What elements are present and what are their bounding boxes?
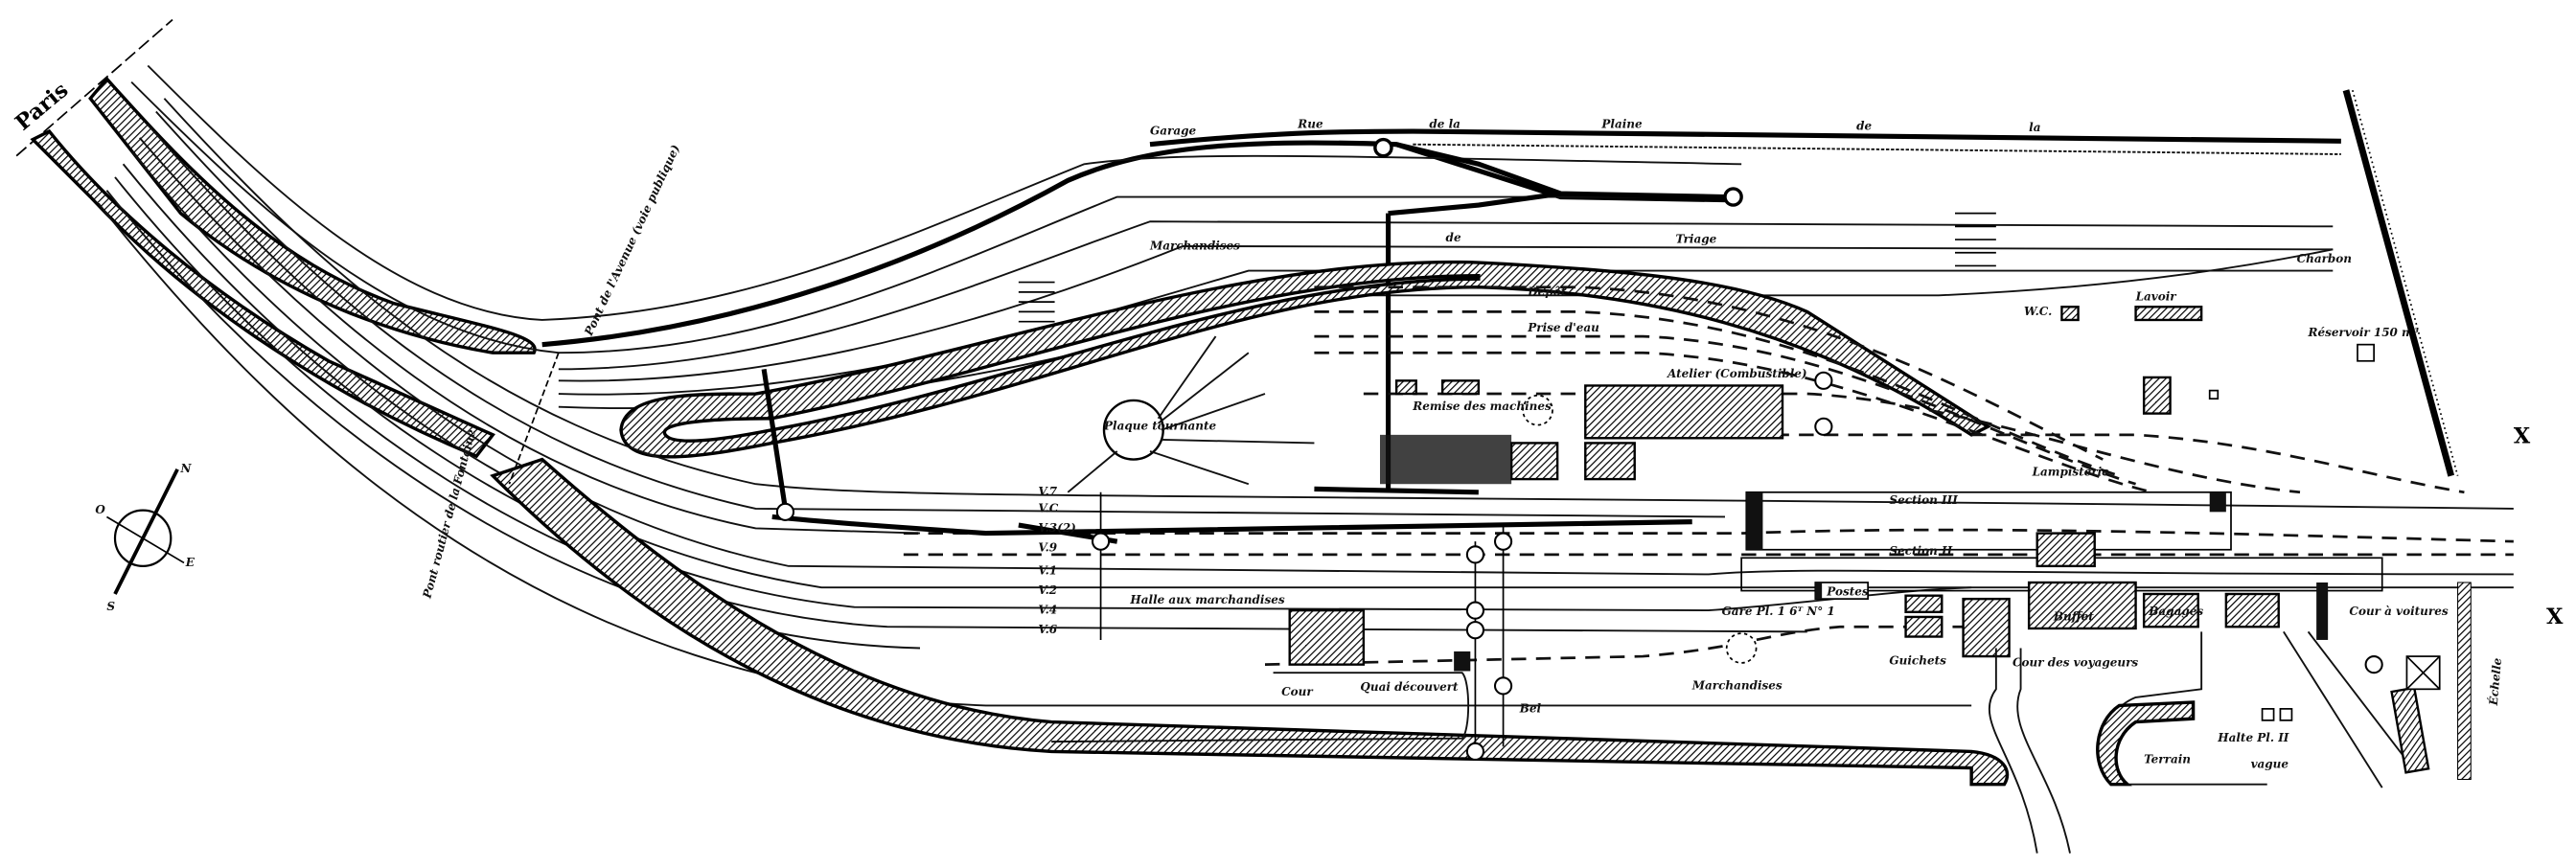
map-label: Gare Pl. 1 6ᵀ N° 1 — [1722, 605, 1835, 618]
map-label: Cour à voitures — [2349, 605, 2448, 618]
map-label: Halte Pl. II — [2217, 731, 2289, 744]
map-label: Dépôt — [1527, 285, 1566, 298]
map-label: Marchandises — [1691, 678, 1782, 692]
map-label: Réservoir 150 m³ — [2308, 326, 2419, 339]
map-label: Section II — [1889, 544, 1952, 558]
road-label: Plaine — [1600, 118, 1643, 131]
direction-label: Paris — [11, 78, 73, 136]
map-label: vague — [2251, 758, 2289, 771]
embankment-loop — [619, 260, 1991, 459]
track-label: Garage — [1150, 124, 1196, 137]
map-label: Bagages — [2148, 605, 2203, 618]
depot-buildings: Dépôt Prise d'eau Réservoir 150 m³ W.C. … — [1380, 252, 2419, 485]
map-label: V.6 — [1038, 623, 1057, 636]
map-label: Lampisterie — [2032, 466, 2110, 479]
map-label: V.9 — [1038, 540, 1057, 554]
track-label: Marchandises — [1149, 239, 1240, 252]
turntable-label: Plaque tournante — [1103, 420, 1217, 433]
map-label: Lavoir — [2135, 289, 2178, 303]
edge-marker-x: X — [2546, 605, 2564, 629]
map-label: Buffet — [2053, 609, 2094, 623]
map-label: Remise des machines — [1412, 400, 1552, 413]
road-label: la — [2029, 121, 2040, 134]
map-label: E — [185, 556, 196, 569]
map-label: O — [95, 503, 105, 516]
map-label: Prise d'eau — [1527, 321, 1599, 334]
scale-bar: Échelle — [2342, 89, 2504, 707]
map-label: Échelle — [2486, 657, 2504, 707]
map-label: V.7 — [1038, 485, 1057, 498]
turntable: Plaque tournante — [1067, 335, 1315, 493]
map-label: Terrain — [2144, 752, 2191, 765]
road: Rue de la Plaine de la — [1149, 118, 2341, 155]
main-tracks — [98, 98, 2514, 787]
map-label: V.1 — [1038, 563, 1057, 577]
map-label: N — [180, 462, 193, 475]
map-label: V.C — [1038, 501, 1058, 514]
road-label: de la — [1429, 118, 1460, 131]
map-label: Bel — [1519, 701, 1542, 715]
road-label: de — [1856, 119, 1872, 132]
goods-yard: Quai découvert Halle aux marchandises Co… — [1051, 593, 1782, 743]
map-label: Section III — [1889, 493, 1958, 507]
map-label: V.4 — [1038, 604, 1057, 617]
map-label: V.3(2) — [1038, 521, 1075, 535]
road-label: Rue — [1297, 118, 1323, 131]
map-label: Halle aux marchandises — [1129, 593, 1284, 606]
map-label: V.2 — [1038, 583, 1057, 597]
track-label: de — [1446, 231, 1461, 244]
map-label: Charbon — [2297, 252, 2352, 265]
compass-icon: N S E O — [95, 462, 195, 613]
map-label: Guichets — [1889, 654, 1946, 668]
map-label: S — [106, 600, 115, 613]
map-label: W.C. — [2024, 305, 2052, 318]
embankment-south — [490, 457, 2010, 787]
embankment-north — [88, 76, 537, 354]
track-ids: V.7 V.C V.3(2) V.9 V.1 V.2 V.4 V.6 — [1038, 485, 1075, 636]
boundary-line — [15, 18, 173, 157]
signals — [775, 371, 2383, 761]
passenger-station: Section III Section II Postes Buffet Bag… — [1722, 491, 2472, 854]
map-label: Postes — [1826, 585, 1869, 599]
map-label: Atelier (Combustible) — [1667, 367, 1807, 380]
track-label: Triage — [1676, 232, 1717, 245]
map-label: Quai découvert — [1360, 680, 1459, 694]
embankment-west — [30, 128, 495, 459]
edge-marker-x: X — [2514, 423, 2531, 448]
depot-tracks — [903, 286, 2514, 666]
map-label: Cour — [1281, 685, 1314, 698]
bridge-label-north: Pont de l'Avenue (voie publique) — [582, 143, 682, 338]
map-label: Cour des voyageurs — [2012, 655, 2138, 669]
